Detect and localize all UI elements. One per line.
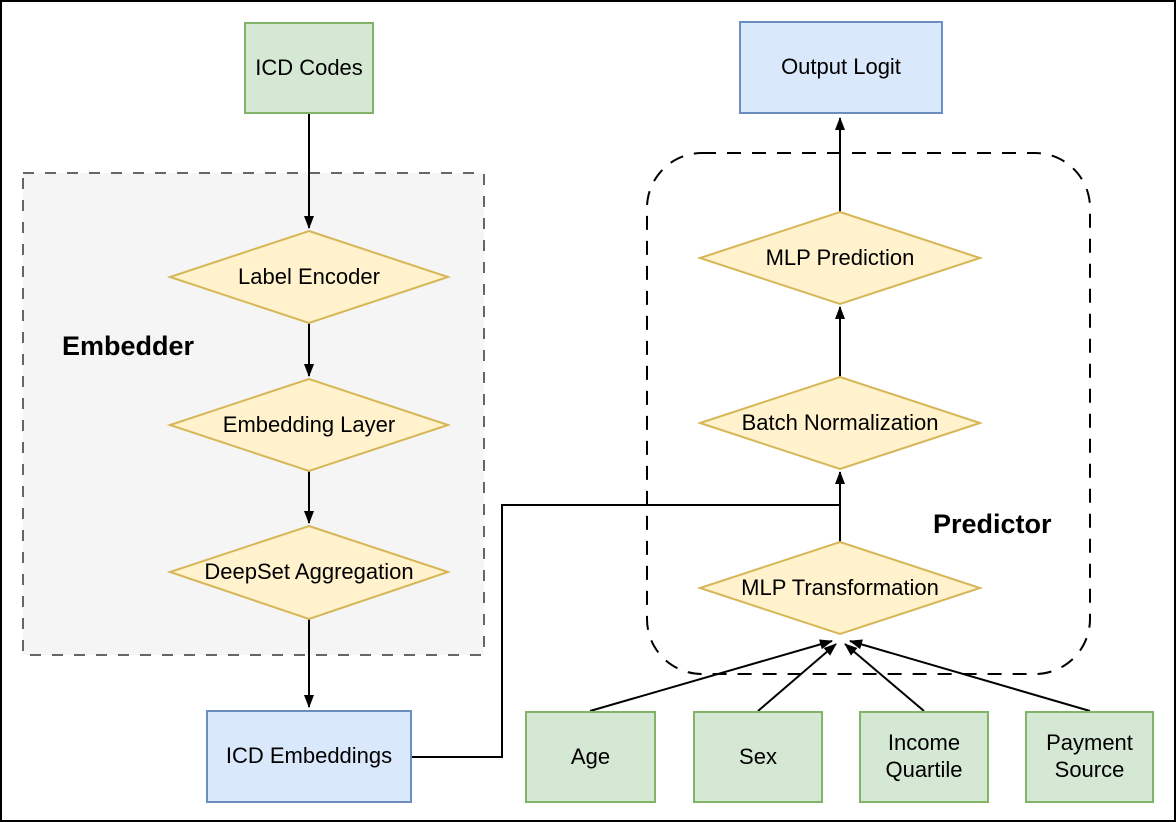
node-sex: Sex xyxy=(693,711,823,803)
embedding-layer-diamond xyxy=(166,377,452,473)
mlp-transformation-diamond xyxy=(696,540,984,636)
node-payment-source-label: Payment Source xyxy=(1046,730,1133,782)
node-income-quartile: Income Quartile xyxy=(859,711,989,803)
predictor-group-label: Predictor xyxy=(933,509,1052,539)
node-output-logit: Output Logit xyxy=(739,21,943,114)
node-icd-codes: ICD Codes xyxy=(244,22,374,114)
edge-payment-source-to-mlp-transformation xyxy=(849,639,1091,712)
node-sex-label: Sex xyxy=(739,743,777,769)
label-encoder-diamond xyxy=(166,229,452,325)
batch-normalization-diamond xyxy=(696,375,984,471)
embedder-group-label: Embedder xyxy=(62,331,195,361)
node-payment-source: Payment Source xyxy=(1025,711,1154,803)
node-icd-codes-label: ICD Codes xyxy=(255,54,363,80)
node-income-quartile-label: Income Quartile xyxy=(885,730,963,782)
edge-icd-embeddings-to-predictor-spine xyxy=(412,504,840,758)
node-icd-embeddings-label: ICD Embeddings xyxy=(225,743,393,769)
node-icd-embeddings: ICD Embeddings xyxy=(206,710,412,803)
node-age-label: Age xyxy=(570,743,611,769)
node-age: Age xyxy=(525,711,656,803)
predictor-container xyxy=(646,152,1091,675)
mlp-prediction-diamond xyxy=(696,210,984,306)
edge-sex-to-mlp-transformation xyxy=(757,643,837,712)
node-output-logit-label: Output Logit xyxy=(781,54,901,80)
deepset-aggregation-diamond xyxy=(166,524,452,621)
edge-income-quartile-to-mlp-transformation xyxy=(844,643,925,712)
edge-age-to-mlp-transformation xyxy=(589,639,833,712)
